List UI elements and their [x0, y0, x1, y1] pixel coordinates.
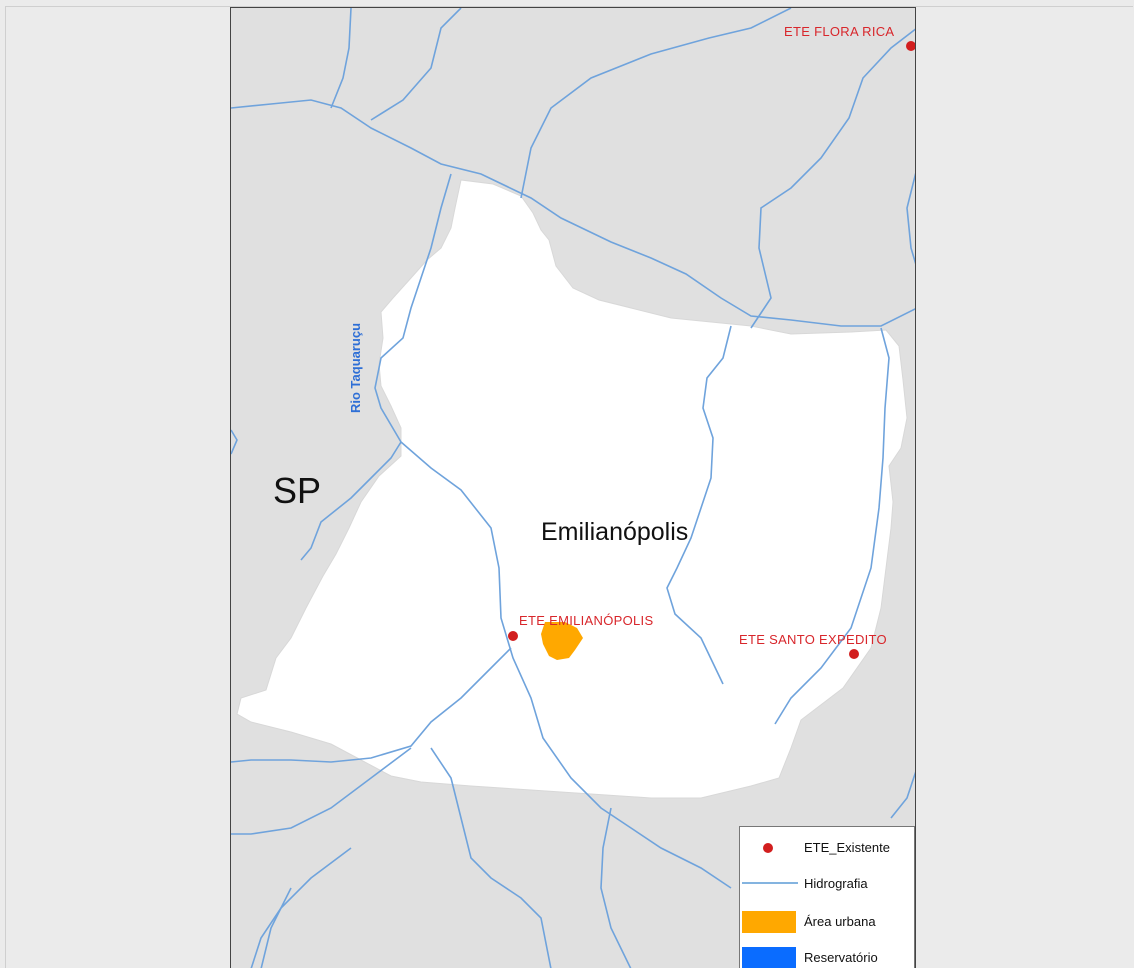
orange-square-icon — [742, 911, 796, 933]
legend-label-reservatorio: Reservatório — [804, 950, 878, 965]
hydrography-network — [231, 8, 915, 968]
river-segment — [231, 429, 238, 455]
river-segment — [330, 8, 352, 109]
page-frame — [5, 6, 1133, 968]
river-segment — [520, 8, 792, 199]
urban-area-emilianopolis[interactable] — [541, 622, 583, 660]
river-segment — [430, 747, 552, 968]
station-label-santo-expedito: ETE SANTO EXPEDITO — [739, 632, 887, 647]
river-segment — [231, 647, 512, 763]
station-label-flora-rica: ETE FLORA RICA — [784, 24, 895, 39]
municipality-label: Emilianópolis — [541, 518, 689, 546]
red-dot-icon — [763, 843, 773, 853]
legend-label-area-urbana: Área urbana — [804, 914, 876, 929]
river-segment — [890, 771, 915, 819]
river-segment — [231, 99, 915, 327]
station-label-emilianopolis: ETE EMILIANÓPOLIS — [519, 613, 654, 628]
legend-item-ete: ETE_Existente — [740, 833, 915, 863]
river-segment — [300, 441, 402, 561]
map-canvas[interactable] — [231, 8, 916, 968]
river-segment — [774, 327, 890, 725]
river-segment — [600, 807, 632, 968]
river-segment — [906, 172, 915, 265]
legend-item-reservatorio: Reservatório — [740, 943, 915, 968]
river-segment — [400, 441, 732, 889]
river-segment — [260, 887, 292, 968]
river-segment — [370, 8, 462, 121]
map-panel[interactable]: ETE FLORA RICA ETE EMILIANÓPOLIS ETE SAN… — [230, 7, 916, 968]
river-segment — [666, 325, 732, 685]
river-segment — [750, 28, 915, 329]
station-marker-santo-expedito[interactable] — [849, 649, 859, 659]
legend-label-hidrografia: Hidrografia — [804, 876, 868, 891]
river-segment — [231, 747, 412, 835]
river-segment — [374, 173, 452, 443]
river-label: Rio Taquaruçu — [348, 322, 363, 413]
blue-line-icon — [742, 882, 798, 884]
blue-square-icon — [742, 947, 796, 968]
state-label: SP — [273, 470, 322, 511]
station-marker-flora-rica[interactable] — [906, 41, 916, 51]
legend-item-hidrografia: Hidrografia — [740, 869, 915, 899]
legend-item-area-urbana: Área urbana — [740, 907, 915, 937]
map-legend: ETE_Existente Hidrografia Área urbana Re… — [739, 826, 915, 968]
legend-label-ete: ETE_Existente — [804, 840, 890, 855]
station-marker-emilianopolis[interactable] — [508, 631, 518, 641]
